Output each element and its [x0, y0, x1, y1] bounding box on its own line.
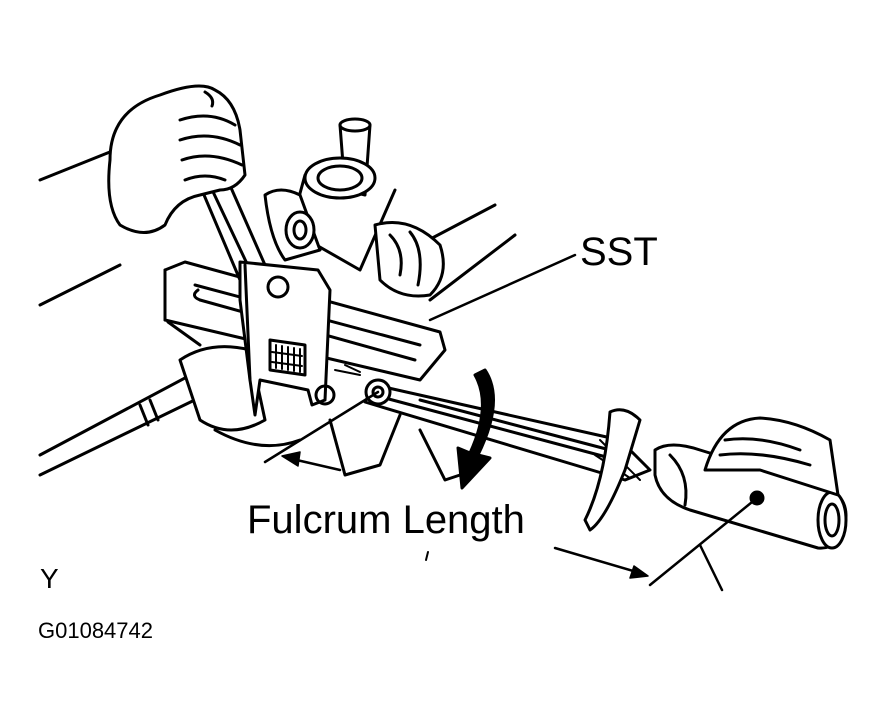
- figure-code: G01084742: [38, 618, 153, 643]
- rotation-arrow-icon: [456, 368, 495, 490]
- view-label: Y: [40, 563, 59, 594]
- left-hand: [107, 84, 247, 234]
- clamp-plate: [238, 260, 336, 417]
- leader-lines: [263, 253, 759, 592]
- right-hand: [703, 416, 840, 497]
- torque-wrench: [363, 378, 848, 550]
- sst-label: SST: [580, 230, 658, 274]
- steering-gear-housing: [178, 117, 477, 482]
- fulcrum-length-label: Fulcrum Length: [247, 498, 525, 542]
- fulcrum-length-dimension: [281, 451, 649, 579]
